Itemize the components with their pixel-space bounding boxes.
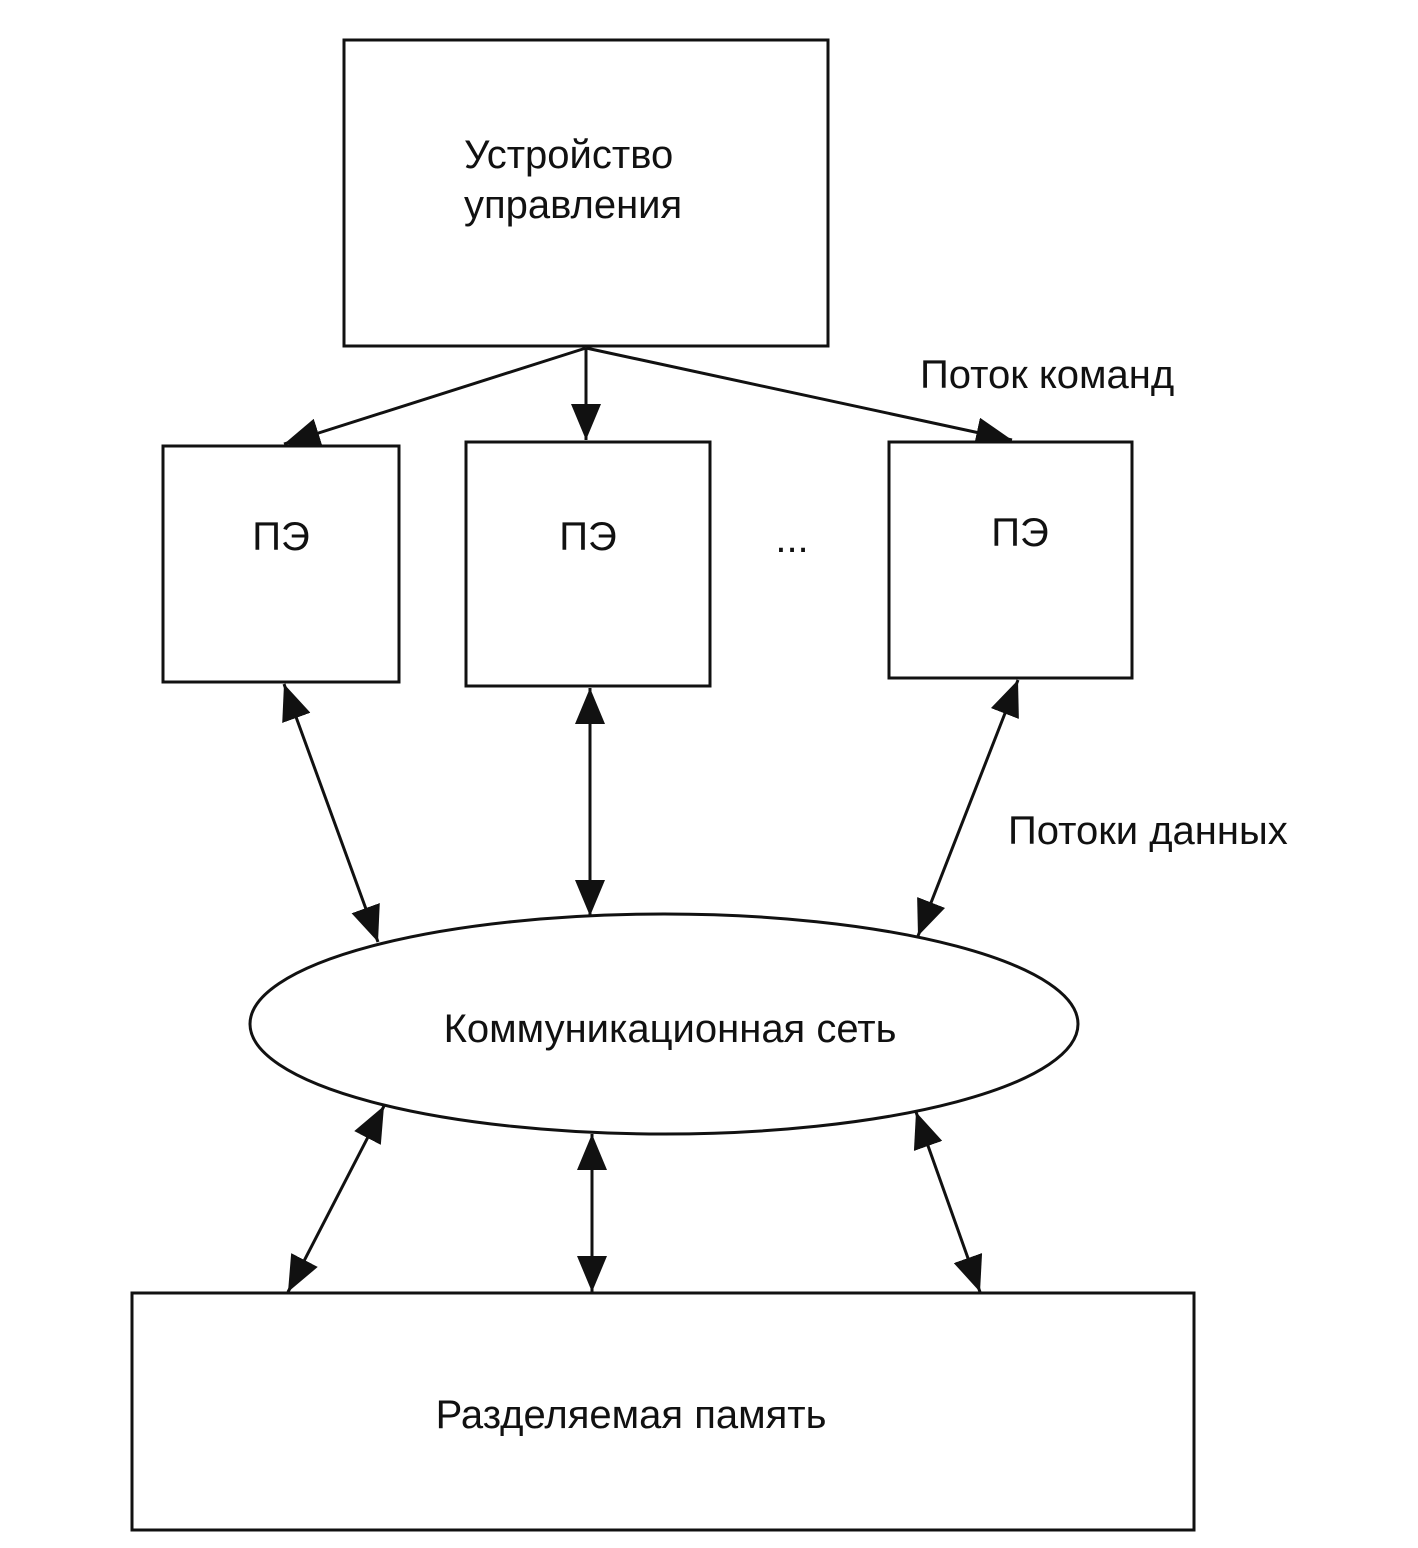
pe-network-arrows (282, 679, 1020, 943)
shared-memory: Разделяемая память (130, 1291, 1196, 1532)
processing-element-1: ПЭ (161, 444, 401, 684)
processing-element-3: ПЭ (887, 440, 1134, 680)
command-arrow-right (585, 346, 1013, 448)
network-label: Коммуникационная сеть (444, 1007, 897, 1051)
network-ellipse (248, 912, 1080, 1136)
memory-arrow-right (913, 1111, 983, 1293)
processing-element-2: ПЭ (464, 440, 712, 688)
command-arrow-left (283, 346, 587, 448)
communication-network: Коммуникационная сеть (248, 912, 1080, 1136)
pe-box-2 (464, 440, 712, 688)
control-unit-label-line1: Устройство (464, 133, 673, 177)
command-flow-arrows (283, 346, 1013, 448)
data-arrow-pe3 (916, 679, 1020, 937)
pe-label-1: ПЭ (252, 515, 310, 559)
control-unit: Устройство управления (342, 38, 830, 348)
pe-label-3: ПЭ (991, 511, 1049, 555)
network-memory-arrows (286, 1105, 983, 1293)
control-unit-box (342, 38, 830, 348)
pe-label-2: ПЭ (559, 515, 617, 559)
data-arrow-pe1 (282, 683, 380, 943)
pe-box-3 (887, 440, 1134, 680)
shared-memory-box (130, 1291, 1196, 1532)
ellipsis-label: ... (775, 517, 808, 561)
data-flows-label: Потоки данных (1008, 809, 1288, 853)
shared-memory-label: Разделяемая память (436, 1393, 827, 1437)
memory-arrow-left (286, 1105, 386, 1293)
pe-box-1 (161, 444, 401, 684)
command-flow-label: Поток команд (920, 353, 1174, 397)
control-unit-label-line2: управления (464, 183, 682, 227)
